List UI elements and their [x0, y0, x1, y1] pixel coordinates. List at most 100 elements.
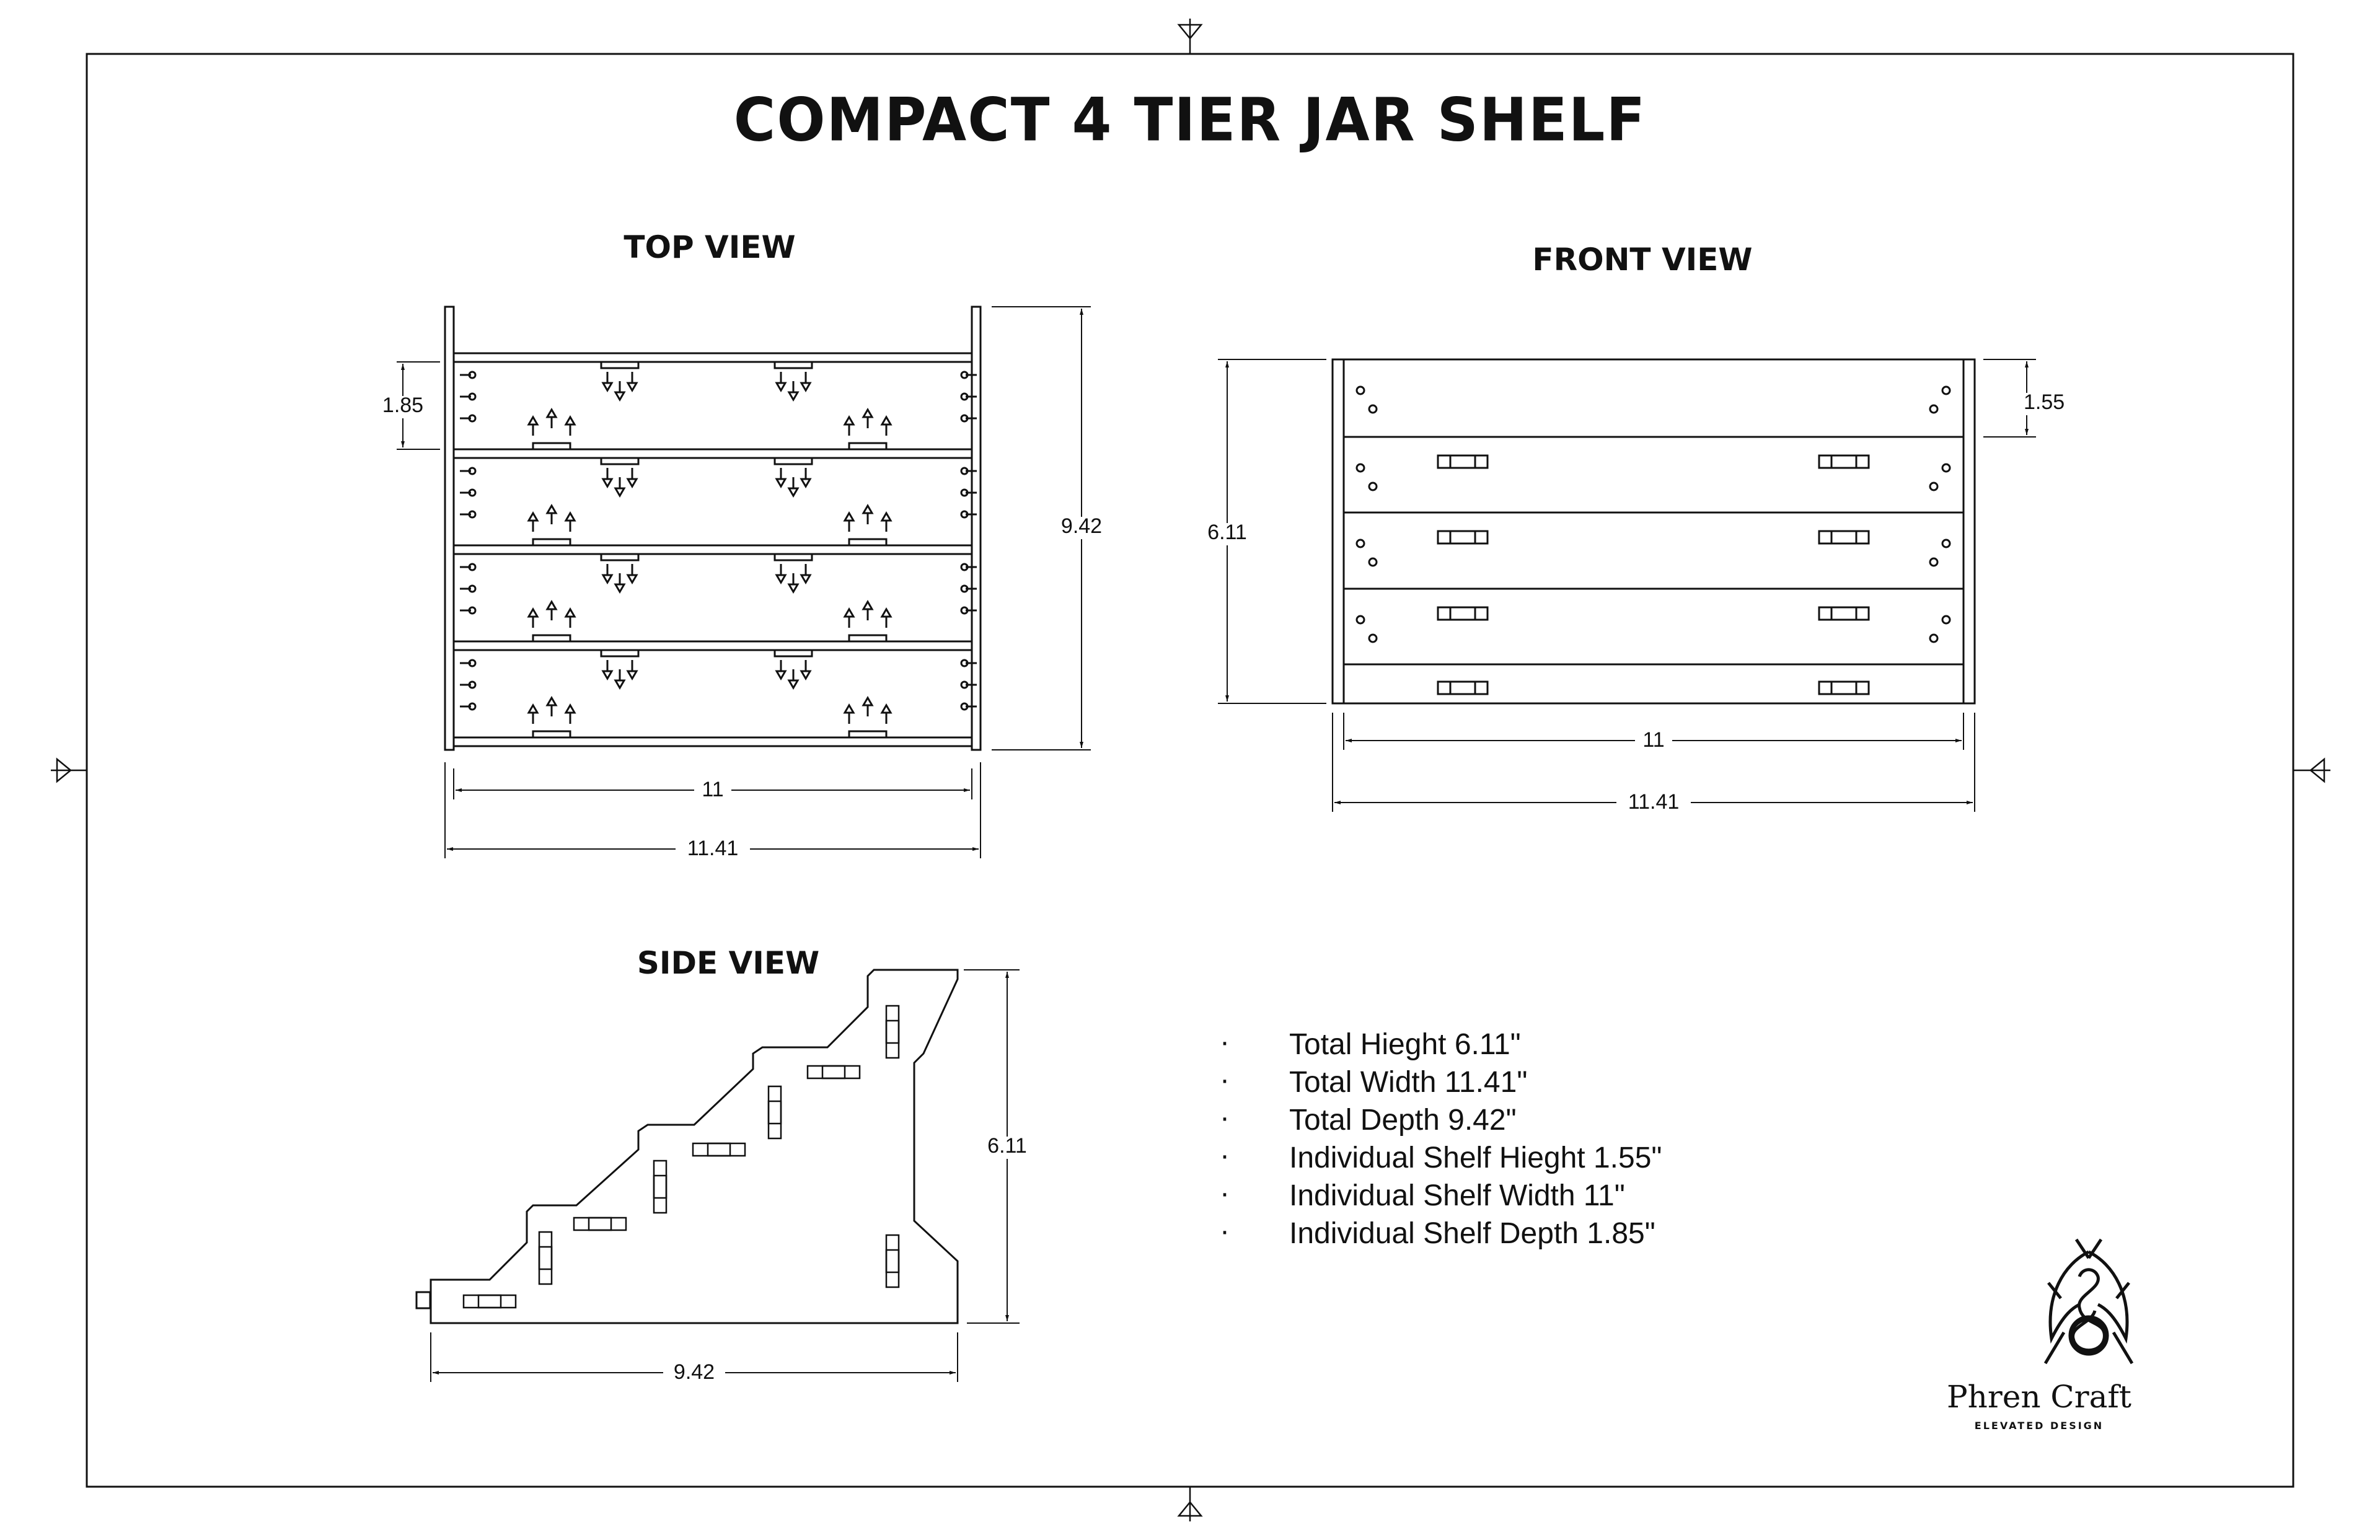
shelf-board: [452, 736, 973, 747]
front-view-drawing: [1331, 358, 1976, 705]
slot-outer: [1818, 530, 1870, 545]
brand-tagline: ELEVATED DESIGN: [1974, 1420, 2104, 1432]
shelf-board: [452, 544, 973, 555]
side-peg-head: [468, 392, 477, 401]
side-view-drawing: [415, 969, 959, 1324]
slot-inner: [1449, 530, 1476, 545]
peg-shape: [564, 511, 576, 532]
dim-label-bg: [694, 780, 731, 803]
dim-label-bg: [1635, 731, 1672, 753]
tab-outline: [600, 650, 640, 658]
front-peg: [1368, 404, 1378, 414]
side-slot-inner: [538, 1246, 553, 1270]
bullet-icon: ·: [1220, 1215, 1230, 1247]
side-peg-head: [960, 467, 969, 475]
bullet-icon: ·: [1220, 1101, 1230, 1134]
side-peg-head: [468, 702, 477, 711]
slot-inner: [1449, 454, 1476, 469]
side-slot-inner: [885, 1019, 900, 1044]
side-slot-inner: [821, 1065, 846, 1080]
tab-outline: [600, 458, 640, 465]
front-peg: [1368, 482, 1378, 491]
side-slot-inner: [707, 1142, 731, 1157]
slot-outer: [1437, 454, 1489, 469]
peg-shape: [843, 415, 855, 436]
shelf-board: [452, 640, 973, 651]
side-peg-head: [468, 467, 477, 475]
bullet-icon: ·: [1220, 1026, 1230, 1058]
peg-shape: [843, 607, 855, 628]
spec-item: ·Individual Shelf Width 11": [1209, 1177, 1662, 1215]
dim-label-bg: [676, 839, 750, 861]
peg-shape: [787, 573, 800, 594]
front-left-panel: [1331, 358, 1345, 705]
peg-shape: [601, 372, 614, 392]
spec-text: Individual Shelf Depth 1.85": [1289, 1217, 1655, 1250]
page-title: COMPACT 4 TIER JAR SHELF: [733, 85, 1647, 155]
peg-shape: [880, 607, 892, 628]
top-view-drawing: [444, 306, 982, 751]
peg-shape: [800, 372, 812, 392]
front-peg: [1929, 404, 1939, 414]
front-peg: [1941, 539, 1951, 548]
shelf-board: [452, 352, 973, 363]
peg-shape: [626, 372, 638, 392]
side-slot-outer: [806, 1065, 861, 1080]
slot-inner: [1830, 530, 1858, 545]
side-slot-outer: [885, 1005, 900, 1059]
tab-outline: [848, 634, 888, 641]
front-peg: [1929, 557, 1939, 567]
side-peg-head: [468, 371, 477, 379]
front-peg: [1941, 463, 1951, 473]
peg-shape: [545, 600, 558, 620]
peg-shape: [527, 703, 539, 724]
side-peg-head: [468, 680, 477, 689]
front-peg: [1355, 385, 1365, 395]
slot-outer: [1818, 680, 1870, 695]
front-outline: [1342, 358, 1965, 705]
side-view-label: SIDE VIEW: [637, 945, 820, 981]
tab-outline: [848, 442, 888, 449]
slot-outer: [1818, 606, 1870, 621]
peg-shape: [800, 660, 812, 680]
dimension-label: 6.11: [1207, 521, 1247, 544]
spec-item: ·Total Depth 9.42": [1209, 1101, 1662, 1139]
peg-shape: [862, 408, 874, 428]
tab-outline: [600, 362, 640, 369]
peg-shape: [626, 660, 638, 680]
slot-inner: [1449, 680, 1476, 695]
peg-shape: [843, 511, 855, 532]
peg-shape: [800, 468, 812, 488]
dimension-label: 11.41: [687, 837, 739, 860]
slot-inner: [1830, 606, 1858, 621]
tab-outline: [848, 538, 888, 545]
front-peg: [1941, 615, 1951, 625]
tab-outline: [600, 554, 640, 561]
slot-inner: [1830, 454, 1858, 469]
peg-shape: [880, 415, 892, 436]
side-peg-head: [468, 510, 477, 519]
side-slot-inner: [588, 1217, 612, 1231]
brand-name: Phren Craft: [1947, 1379, 2131, 1415]
tab-outline: [532, 442, 571, 449]
slot-outer: [1437, 680, 1489, 695]
slot-outer: [1437, 530, 1489, 545]
peg-shape: [564, 703, 576, 724]
slot-outer: [1818, 454, 1870, 469]
peg-shape: [527, 511, 539, 532]
dragon-logo: [2043, 1238, 2134, 1365]
peg-shape: [601, 564, 614, 584]
peg-shape: [545, 408, 558, 428]
dimension-label: 6.11: [987, 1134, 1027, 1158]
side-peg-head: [960, 563, 969, 571]
side-slot-inner: [767, 1100, 782, 1125]
dimension-label: 1.55: [2024, 390, 2065, 414]
peg-shape: [862, 696, 874, 716]
side-slot-outer: [885, 1234, 900, 1288]
side-peg-head: [468, 584, 477, 593]
dim-label-bg: [1051, 517, 1113, 539]
peg-shape: [787, 477, 800, 498]
peg-shape: [800, 564, 812, 584]
peg-shape: [880, 511, 892, 532]
dim-label-bg: [1196, 523, 1258, 545]
